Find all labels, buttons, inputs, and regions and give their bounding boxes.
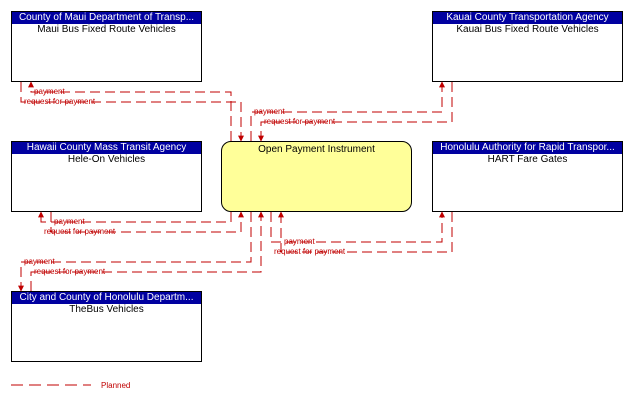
hele-on-element-label: Hele-On Vehicles: [67, 154, 146, 165]
kauai-bus-box[interactable]: Kauai County Transportation Agency Kauai…: [432, 11, 623, 82]
open-payment-instrument-box[interactable]: Open Payment Instrument: [221, 141, 412, 212]
hele-on-box[interactable]: Hawaii County Mass Transit Agency Hele-O…: [11, 141, 202, 212]
thebus-request-line: [30, 211, 264, 291]
thebus-request-label: request for payment: [34, 267, 106, 276]
kauai-element-label: Kauai Bus Fixed Route Vehicles: [456, 24, 599, 35]
heleon-payment-label: payment: [54, 217, 85, 226]
thebus-payment-label: payment: [24, 257, 55, 266]
heleon-payment-line: [38, 211, 232, 223]
maui-request-label: request for payment: [24, 97, 96, 106]
hart-payment-label: payment: [284, 237, 315, 246]
thebus-box[interactable]: City and County of Honolulu Departm... T…: [11, 291, 202, 362]
kauai-request-line: [258, 82, 453, 142]
honolulu-city-agency-header: City and County of Honolulu Departm...: [12, 292, 201, 304]
maui-agency-header: County of Maui Department of Transp...: [12, 12, 201, 24]
kauai-agency-header: Kauai County Transportation Agency: [433, 12, 622, 24]
heleon-request-line: [50, 211, 244, 233]
heleon-request-label: request for payment: [44, 227, 116, 236]
thebus-payment-line: [18, 212, 252, 292]
maui-payment-line: [28, 81, 232, 141]
maui-request-line: [20, 82, 244, 142]
maui-payment-label: payment: [34, 87, 65, 96]
center-element-label: Open Payment Instrument: [258, 144, 375, 155]
kauai-payment-line: [250, 81, 445, 141]
hart-request-line: [278, 211, 453, 253]
maui-bus-box[interactable]: County of Maui Department of Transp... M…: [11, 11, 202, 82]
maui-element-label: Maui Bus Fixed Route Vehicles: [37, 24, 176, 35]
kauai-request-label: request for payment: [264, 117, 336, 126]
hart-payment-line: [270, 211, 445, 243]
legend-planned-label: Planned: [101, 381, 130, 390]
thebus-element-label: TheBus Vehicles: [69, 304, 144, 315]
hawaii-agency-header: Hawaii County Mass Transit Agency: [12, 142, 201, 154]
hart-request-label: request for payment: [274, 247, 346, 256]
hart-element-label: HART Fare Gates: [487, 154, 568, 165]
kauai-payment-label: payment: [254, 107, 285, 116]
hart-agency-header: Honolulu Authority for Rapid Transpor...: [433, 142, 622, 154]
hart-fare-gates-box[interactable]: Honolulu Authority for Rapid Transpor...…: [432, 141, 623, 212]
